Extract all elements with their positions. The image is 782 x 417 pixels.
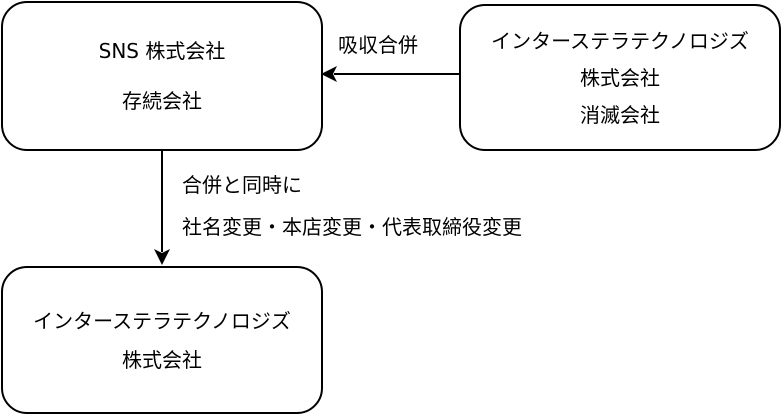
surviving-company-role: 存続会社 — [122, 89, 202, 113]
renamed-company-name-line1: インターステラテクノロジズ — [33, 308, 291, 333]
dissolved-company-name-line2: 株式会社 — [580, 65, 660, 90]
change-edge-label-line1: 合併と同時に — [182, 173, 302, 197]
dissolved-company-role: 消滅会社 — [580, 102, 660, 127]
surviving-company-box: SNS 株式会社 存続会社 — [1, 1, 323, 151]
merge-arrow — [321, 66, 459, 82]
renamed-company-name-line2: 株式会社 — [122, 347, 202, 372]
change-edge-label-line2: 社名変更・本店変更・代表取締役変更 — [182, 215, 522, 239]
surviving-company-name: SNS 株式会社 — [98, 39, 226, 63]
dissolved-company-name-line1: インターステラテクノロジズ — [491, 28, 749, 53]
dissolved-company-box: インターステラテクノロジズ 株式会社 消滅会社 — [459, 4, 781, 151]
change-arrow — [154, 151, 170, 265]
renamed-company-box: インターステラテクノロジズ 株式会社 — [1, 266, 323, 414]
merge-edge-label: 吸収合併 — [338, 33, 418, 57]
